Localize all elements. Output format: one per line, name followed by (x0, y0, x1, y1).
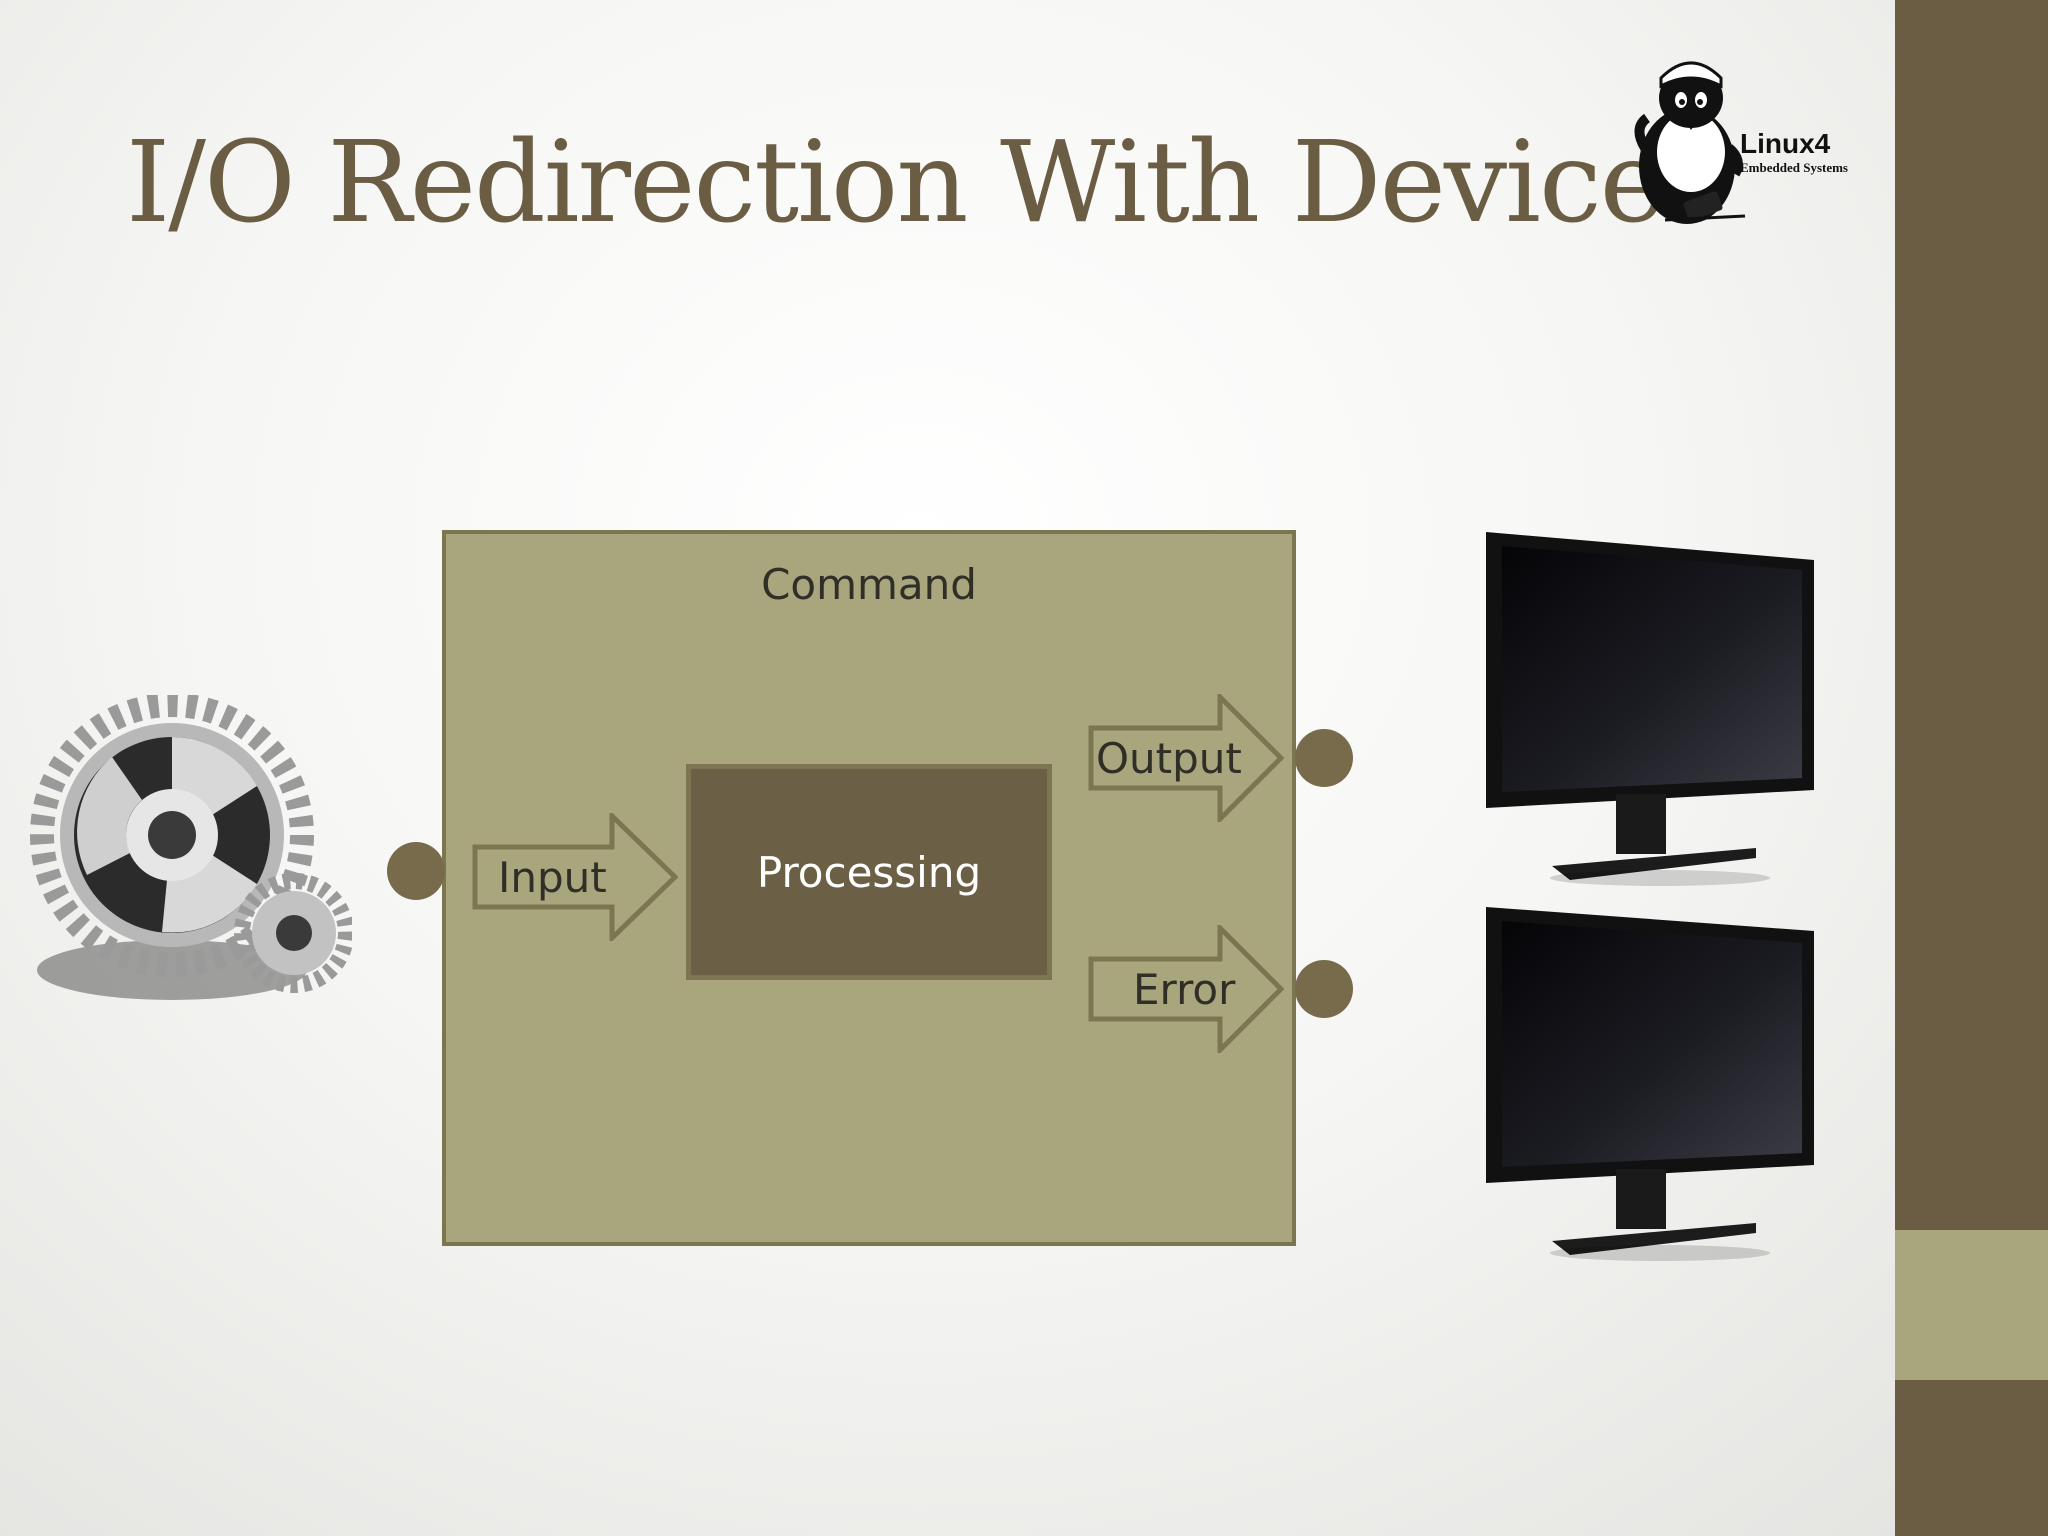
output-label: Output (1096, 733, 1242, 783)
input-arrow-shape (472, 813, 678, 941)
processing-label: Processing (756, 847, 982, 897)
input-label: Input (498, 852, 607, 902)
logo-text: Linux4 (1740, 128, 1831, 159)
slide-title: I/O Redirection With Devices (126, 118, 1721, 248)
input-arrow: Input (472, 813, 678, 941)
stdout-port (1295, 729, 1353, 787)
stdin-port (387, 842, 445, 900)
command-label: Command (761, 560, 977, 609)
error-arrow: Error (1088, 925, 1284, 1053)
error-monitor-icon (1480, 903, 1830, 1263)
error-arrow-shape (1088, 925, 1284, 1053)
error-label: Error (1133, 964, 1236, 1014)
gears-icon (22, 693, 354, 1015)
logo-subtext: Embedded Systems (1740, 160, 1848, 175)
output-monitor-icon (1480, 528, 1830, 888)
linux4-logo: Linux4 Embedded Systems (1625, 48, 1865, 228)
penguin-icon (1634, 61, 1746, 224)
side-bar-accent (1895, 1230, 2048, 1380)
output-arrow-shape (1088, 694, 1284, 822)
processing-box: Processing (686, 764, 1052, 980)
output-arrow: Output (1088, 694, 1284, 822)
stderr-port (1295, 960, 1353, 1018)
